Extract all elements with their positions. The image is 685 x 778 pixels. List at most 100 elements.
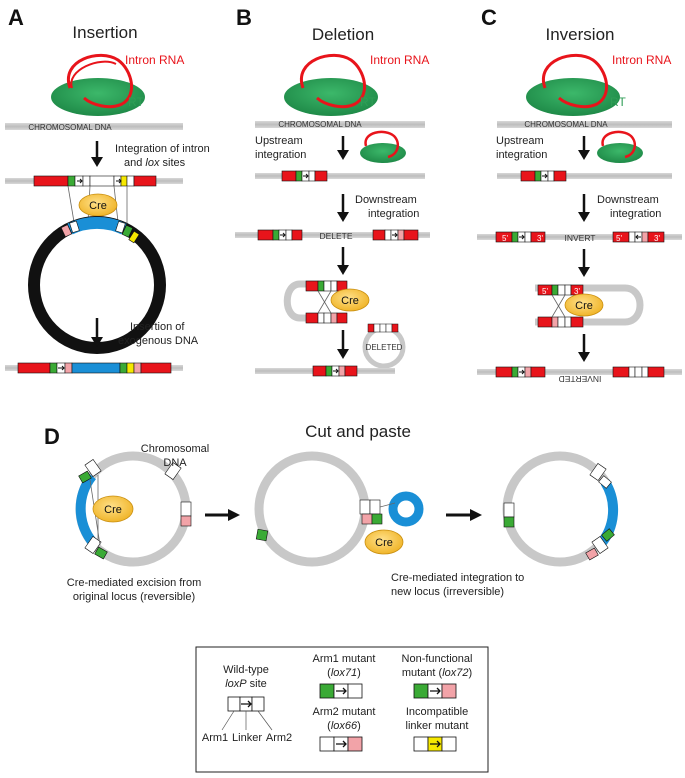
chromosomal-dna-bar bbox=[5, 123, 183, 130]
cre-recombinase-a bbox=[78, 193, 118, 217]
chromosomal-dna-label: CHROMOSOMAL DNA bbox=[278, 120, 362, 129]
delete-label: DELETE bbox=[319, 231, 352, 241]
intron-rna-label: Intron RNA bbox=[612, 53, 671, 67]
cre-recombinase-c bbox=[564, 293, 604, 317]
legend-box: Wild-type loxP site Arm1 Linker Arm2 Arm… bbox=[195, 646, 489, 773]
cre-label-d2: Cre bbox=[375, 537, 393, 549]
panel-letter-d: D bbox=[44, 424, 60, 449]
arm2-mutant-label: Arm2 mutant bbox=[313, 706, 376, 718]
cre-recombinase-d2 bbox=[364, 529, 404, 555]
panel-b: B Deletion Intron RNA RT CHROMOSOMAL DNA… bbox=[235, 5, 430, 377]
downstream-label: Downstream bbox=[597, 194, 659, 206]
intron-rna-label: Intron RNA bbox=[125, 53, 184, 67]
excision-line1: Cre-mediated excision from bbox=[67, 577, 202, 589]
panel-letter-b: B bbox=[236, 5, 252, 30]
down-arrow-icon bbox=[337, 330, 349, 359]
integration-new-line2: new locus (irreversible) bbox=[391, 586, 504, 598]
lox71-label: (lox71) bbox=[327, 667, 361, 679]
dna-loop-b bbox=[283, 280, 345, 322]
five-prime-label: 5' bbox=[502, 234, 508, 243]
deleted-label: DELETED bbox=[366, 343, 403, 352]
integration-line1: Integration of intron bbox=[115, 143, 210, 155]
down-arrow-icon bbox=[578, 249, 590, 277]
panel-d-title: Cut and paste bbox=[305, 422, 411, 441]
right-arrow-icon bbox=[205, 509, 240, 521]
cre-recombinase-d1 bbox=[92, 495, 134, 523]
cre-label-b: Cre bbox=[341, 295, 359, 307]
excision-line2: original locus (reversible) bbox=[73, 591, 195, 603]
insertion-of-label: Insertion of bbox=[130, 321, 185, 333]
cre-recombinase-b bbox=[330, 288, 370, 312]
wild-type-label: Wild-type bbox=[223, 664, 269, 676]
integration-label: integration bbox=[610, 208, 661, 220]
dna-label: DNA bbox=[163, 457, 187, 469]
arm1-label: Arm1 bbox=[202, 732, 228, 744]
lox71-icon bbox=[319, 683, 363, 699]
rt-label: RT bbox=[360, 95, 376, 109]
down-arrow-icon bbox=[91, 141, 103, 167]
five-prime-label: 5' bbox=[616, 234, 622, 243]
three-prime-label: 3' bbox=[574, 287, 580, 296]
rt-ellipse bbox=[51, 78, 145, 116]
exogenous-dna-label: exogenous DNA bbox=[118, 335, 199, 347]
upstream-label: Upstream bbox=[255, 135, 303, 147]
dna-construct-b1 bbox=[281, 170, 328, 182]
chromosomal-label: Chromosomal bbox=[141, 443, 209, 455]
lox66-icon bbox=[319, 736, 363, 752]
cre-label-c: Cre bbox=[575, 300, 593, 312]
integration-label: integration bbox=[496, 149, 547, 161]
downstream-label: Downstream bbox=[355, 194, 417, 206]
down-arrow-icon bbox=[337, 247, 349, 275]
upstream-label: Upstream bbox=[496, 135, 544, 147]
linker-label: Linker bbox=[232, 732, 262, 744]
arm2-label: Arm2 bbox=[266, 732, 292, 744]
dna-construct-b3 bbox=[312, 365, 358, 377]
intron-rna-loop bbox=[66, 53, 133, 109]
linker-mutant-label: linker mutant bbox=[406, 720, 469, 732]
chromosomal-dna-label: CHROMOSOMAL DNA bbox=[28, 123, 112, 132]
three-prime-label: 3' bbox=[654, 234, 660, 243]
down-arrow-icon bbox=[578, 194, 590, 222]
cre-label-a: Cre bbox=[89, 200, 107, 212]
integration-label: integration bbox=[255, 149, 306, 161]
dna-construct-a1 bbox=[33, 175, 157, 187]
wild-type-loxp-icon bbox=[221, 696, 273, 731]
chromosome-circle-2 bbox=[254, 451, 370, 567]
panel-a-title: Insertion bbox=[72, 23, 137, 42]
panel-letter-a: A bbox=[8, 5, 24, 30]
integration-label: integration bbox=[368, 208, 419, 220]
rt-label: RT bbox=[128, 95, 144, 109]
lox72-icon bbox=[413, 683, 457, 699]
panel-c-title: Inversion bbox=[546, 25, 615, 44]
panel-b-title: Deletion bbox=[312, 25, 374, 44]
nonfunctional-label: Non-functional bbox=[402, 653, 473, 665]
dna-construct-c1 bbox=[520, 170, 567, 182]
dna-construct-a2 bbox=[17, 362, 172, 374]
arm1-mutant-label: Arm1 mutant bbox=[313, 653, 376, 665]
panel-c: C Inversion Intron RNA RT CHROMOSOMAL DN… bbox=[477, 5, 682, 384]
dna-construct-b2 bbox=[257, 229, 419, 241]
panel-d: D Cut and paste Cre Chromosomal DNA bbox=[44, 422, 619, 603]
down-arrow-icon bbox=[91, 318, 103, 347]
integration-new-line1: Cre-mediated integration to bbox=[391, 572, 524, 584]
rt-label: RT bbox=[610, 95, 626, 109]
panel-a: A Insertion Intron RNA RT CHROMOSOMAL DN… bbox=[5, 5, 210, 374]
three-prime-label: 3' bbox=[537, 234, 543, 243]
dna-construct-c3 bbox=[495, 366, 665, 378]
down-arrow-icon bbox=[337, 136, 349, 160]
dna-loop-c bbox=[535, 284, 644, 326]
integration-line2: and lox sites bbox=[124, 157, 186, 169]
lox72-label: mutant (lox72) bbox=[402, 667, 472, 679]
inverted-label: INVERTED bbox=[559, 374, 602, 384]
intron-rna-label: Intron RNA bbox=[370, 53, 429, 67]
incompatible-label: Incompatible bbox=[406, 706, 468, 718]
dna-construct-c2 bbox=[495, 231, 665, 243]
invert-label: INVERT bbox=[564, 233, 595, 243]
down-arrow-icon bbox=[578, 334, 590, 362]
panel-letter-c: C bbox=[481, 5, 497, 30]
right-arrow-icon bbox=[446, 509, 482, 521]
down-arrow-icon bbox=[578, 136, 590, 160]
incompatible-linker-icon bbox=[413, 736, 457, 752]
